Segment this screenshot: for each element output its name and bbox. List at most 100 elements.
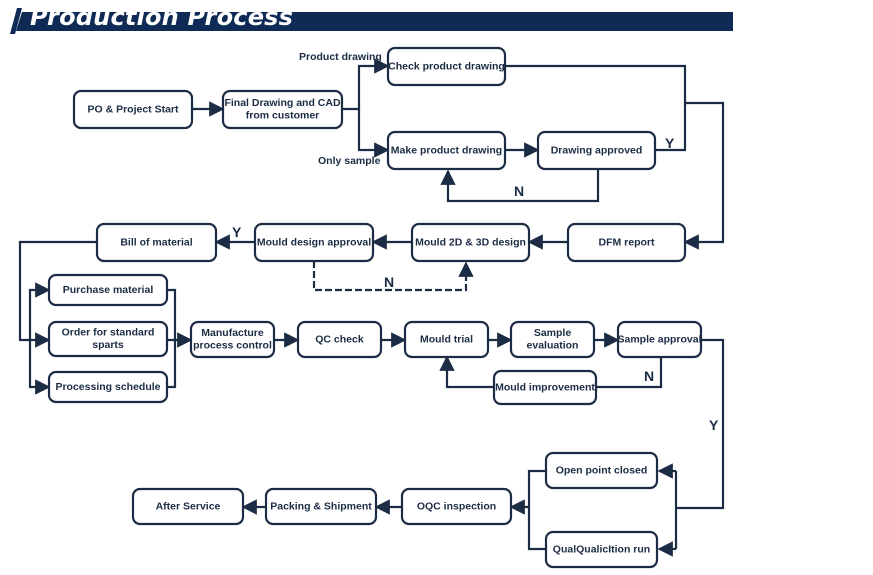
- node-box: [536, 130, 657, 171]
- label-yes-sample: Y: [709, 417, 719, 433]
- node-box: [264, 487, 378, 526]
- node-label: Bill of material: [120, 236, 192, 248]
- connector-6: [505, 64, 687, 152]
- title-banner-shape: [10, 8, 733, 34]
- connector-22: [439, 355, 494, 389]
- node-box: [509, 320, 596, 359]
- node-label: Processing schedule: [55, 381, 160, 393]
- connector-23: [676, 338, 725, 510]
- label-yes-mould: Y: [232, 224, 242, 240]
- node-box: [403, 320, 490, 359]
- node-check-drawing: Check product drawing: [386, 46, 507, 87]
- node-box: [47, 273, 169, 307]
- node-qualification-run: QualQualicItion run: [544, 530, 659, 569]
- node-qc-check: QC check: [296, 320, 383, 359]
- label-product-drawing: Product drawing: [299, 51, 382, 63]
- node-label: Final Drawing and CAD: [224, 97, 341, 109]
- node-label: Open point closed: [556, 464, 648, 476]
- node-purchase-material: Purchase material: [47, 273, 169, 307]
- node-box: [386, 46, 507, 87]
- connector-14: [28, 340, 51, 395]
- label-yes-drawing: Y: [665, 135, 675, 151]
- node-box: [95, 222, 218, 263]
- node-label: evaluation: [527, 340, 579, 352]
- node-label: Mould trial: [420, 333, 473, 345]
- node-label: Sample approval: [617, 333, 701, 345]
- node-box: [544, 451, 659, 490]
- node-mould-improvement: Mould improvement: [492, 369, 598, 406]
- node-label: After Service: [156, 500, 221, 512]
- node-box: [72, 89, 194, 130]
- node-po-start: PO & Project Start: [72, 89, 194, 130]
- node-label: process control: [193, 340, 272, 352]
- node-drawing-approved: Drawing approved: [536, 130, 657, 171]
- node-oqc-inspection: OQC inspection: [400, 487, 513, 526]
- node-label: QualQualicItion run: [553, 543, 650, 555]
- node-box: [253, 222, 375, 263]
- node-mould-design: Mould 2D & 3D design: [410, 222, 531, 263]
- label-no-mould: N: [384, 274, 394, 290]
- node-mould-trial: Mould trial: [403, 320, 490, 359]
- connector-13: [28, 282, 51, 340]
- connector-3: [357, 109, 390, 158]
- node-box: [47, 320, 169, 358]
- title-banner: Production Process: [0, 0, 873, 40]
- node-box: [400, 487, 513, 526]
- connector-12: [18, 240, 97, 348]
- node-after-service: After Service: [131, 487, 245, 526]
- process-nodes: PO & Project Start Final Drawing and CADf…: [47, 46, 703, 569]
- node-box: [47, 370, 169, 404]
- node-box: [221, 89, 344, 130]
- label-no-sample: N: [644, 368, 654, 384]
- connectors: [18, 58, 725, 557]
- node-box: [492, 369, 598, 406]
- node-label: Order for standard: [62, 327, 155, 339]
- node-label: Drawing approved: [551, 144, 643, 156]
- connector-27: [527, 469, 546, 551]
- connector-5: [440, 169, 600, 203]
- connector-21: [596, 357, 663, 389]
- label-no-drawing: N: [514, 183, 524, 199]
- node-box: [386, 130, 507, 171]
- node-bom: Bill of material: [95, 222, 218, 263]
- connector-7: [683, 101, 725, 250]
- node-label: DFM report: [599, 236, 656, 248]
- node-packing-shipment: Packing & Shipment: [264, 487, 378, 526]
- node-make-drawing: Make product drawing: [386, 130, 507, 171]
- node-processing-schedule: Processing schedule: [47, 370, 169, 404]
- node-box: [189, 320, 276, 359]
- node-label: Mould 2D & 3D design: [415, 236, 526, 248]
- node-box: [566, 222, 687, 263]
- page-title: Production Process: [30, 3, 294, 31]
- node-label: Packing & Shipment: [270, 500, 372, 512]
- node-sample-approval: Sample approval: [616, 320, 703, 359]
- node-box: [131, 487, 245, 526]
- node-box: [296, 320, 383, 359]
- node-open-point: Open point closed: [544, 451, 659, 490]
- node-label: Make product drawing: [391, 144, 502, 156]
- connector-2: [342, 58, 390, 111]
- node-box: [616, 320, 703, 359]
- node-mould-approval: Mould design approval: [253, 222, 375, 263]
- node-label: sparts: [92, 339, 124, 351]
- node-dfm-report: DFM report: [566, 222, 687, 263]
- node-label: PO & Project Start: [87, 103, 179, 115]
- label-only-sample: Only sample: [318, 155, 381, 167]
- node-label: from customer: [246, 110, 320, 122]
- node-label: Purchase material: [63, 284, 154, 296]
- node-label: OQC inspection: [417, 500, 496, 512]
- node-label: Mould design approval: [257, 236, 371, 248]
- node-box: [544, 530, 659, 569]
- node-box: [410, 222, 531, 263]
- node-label: QC check: [315, 333, 364, 345]
- node-label: Sample: [534, 327, 572, 339]
- node-label: Check product drawing: [388, 60, 505, 72]
- connector-10: [312, 261, 474, 292]
- node-label: Manufacture: [201, 327, 264, 339]
